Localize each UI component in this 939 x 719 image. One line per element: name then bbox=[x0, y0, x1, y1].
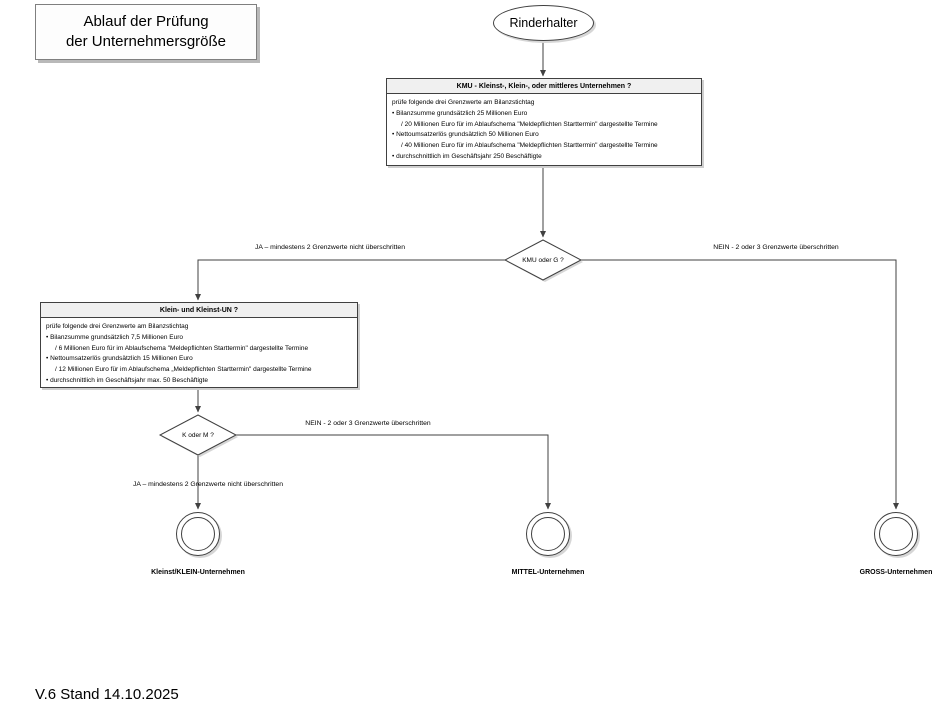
diagram-title-line1: Ablauf der Prüfung bbox=[83, 12, 209, 30]
diagram-title-box: Ablauf der Prüfung der Unternehmersgröße bbox=[35, 4, 257, 60]
start-node-label: Rinderhalter bbox=[509, 16, 578, 30]
kmu-process-box: KMU - Kleinst-, Klein-, oder mittleres U… bbox=[386, 78, 702, 166]
kmu-box-line: / 40 Millionen Euro für im Ablaufschema … bbox=[401, 142, 658, 150]
decision1-diamond bbox=[503, 239, 583, 281]
kmu-box-line: prüfe folgende drei Grenzwerte am Bilanz… bbox=[392, 99, 535, 106]
klein-box-body: prüfe folgende drei Grenzwerte am Bilanz… bbox=[41, 318, 357, 391]
decision2-no-label: NEIN - 2 oder 3 Grenzwerte überschritten bbox=[305, 420, 431, 427]
kmu-box-body: prüfe folgende drei Grenzwerte am Bilanz… bbox=[387, 94, 701, 167]
terminal-inner-ring bbox=[181, 517, 215, 551]
terminal-label-gross: GROSS-Unternehmen bbox=[859, 569, 933, 576]
terminal-label-kleinst-klein: Kleinst/KLEIN-Unternehmen bbox=[151, 569, 245, 576]
kmu-box-line: • Bilanzsumme grundsätzlich 25 Millionen… bbox=[392, 109, 528, 117]
decision2-diamond bbox=[158, 414, 238, 456]
terminal-label-mittel: MITTEL-Unternehmen bbox=[511, 569, 585, 576]
connector-decision2-no bbox=[236, 434, 551, 510]
klein-process-box: Klein- und Kleinst-UN ? prüfe folgende d… bbox=[40, 302, 358, 388]
klein-box-line: prüfe folgende drei Grenzwerte am Bilanz… bbox=[46, 323, 189, 330]
connector-decision1-no bbox=[581, 259, 899, 510]
connector-decision1-yes bbox=[195, 259, 505, 301]
klein-box-line: / 12 Millionen Euro für im Ablaufschema … bbox=[55, 366, 312, 374]
decision1-yes-label: JA – mindestens 2 Grenzwerte nicht übers… bbox=[255, 244, 405, 251]
klein-box-line: • Bilanzsumme grundsätzlich 7,5 Millione… bbox=[46, 333, 184, 341]
klein-box-line: / 6 Millionen Euro für im Ablaufschema "… bbox=[55, 344, 309, 352]
diagram-title-line2: der Unternehmersgröße bbox=[65, 33, 227, 50]
kmu-box-line: • durchschnittlich im Geschäftsjahr 250 … bbox=[392, 152, 542, 160]
decision1-no-label: NEIN - 2 oder 3 Grenzwerte überschritten bbox=[713, 244, 839, 251]
start-node: Rinderhalter bbox=[493, 5, 594, 41]
klein-box-line: • Nettoumsatzerlös grundsätzlich 15 Mill… bbox=[46, 355, 193, 363]
klein-box-header: Klein- und Kleinst-UN ? bbox=[41, 303, 357, 318]
klein-box-line: • durchschnittlich im Geschäftsjahr max.… bbox=[46, 376, 208, 384]
terminal-gross bbox=[874, 512, 918, 556]
terminal-mittel bbox=[526, 512, 570, 556]
decision2-yes-label: JA – mindestens 2 Grenzwerte nicht übers… bbox=[133, 481, 283, 488]
decision1-label: KMU oder G ? bbox=[522, 257, 564, 264]
kmu-box-line: / 20 Millionen Euro für im Ablaufschema … bbox=[401, 120, 658, 128]
version-stand-text: V.6 Stand 14.10.2025 bbox=[35, 686, 179, 703]
kmu-box-header: KMU - Kleinst-, Klein-, oder mittleres U… bbox=[387, 79, 701, 94]
terminal-kleinst-klein bbox=[176, 512, 220, 556]
decision2-label: K oder M ? bbox=[182, 432, 214, 439]
terminal-inner-ring bbox=[879, 517, 913, 551]
terminal-inner-ring bbox=[531, 517, 565, 551]
kmu-box-line: • Nettoumsatzerlös grundsätzlich 50 Mill… bbox=[392, 131, 539, 139]
